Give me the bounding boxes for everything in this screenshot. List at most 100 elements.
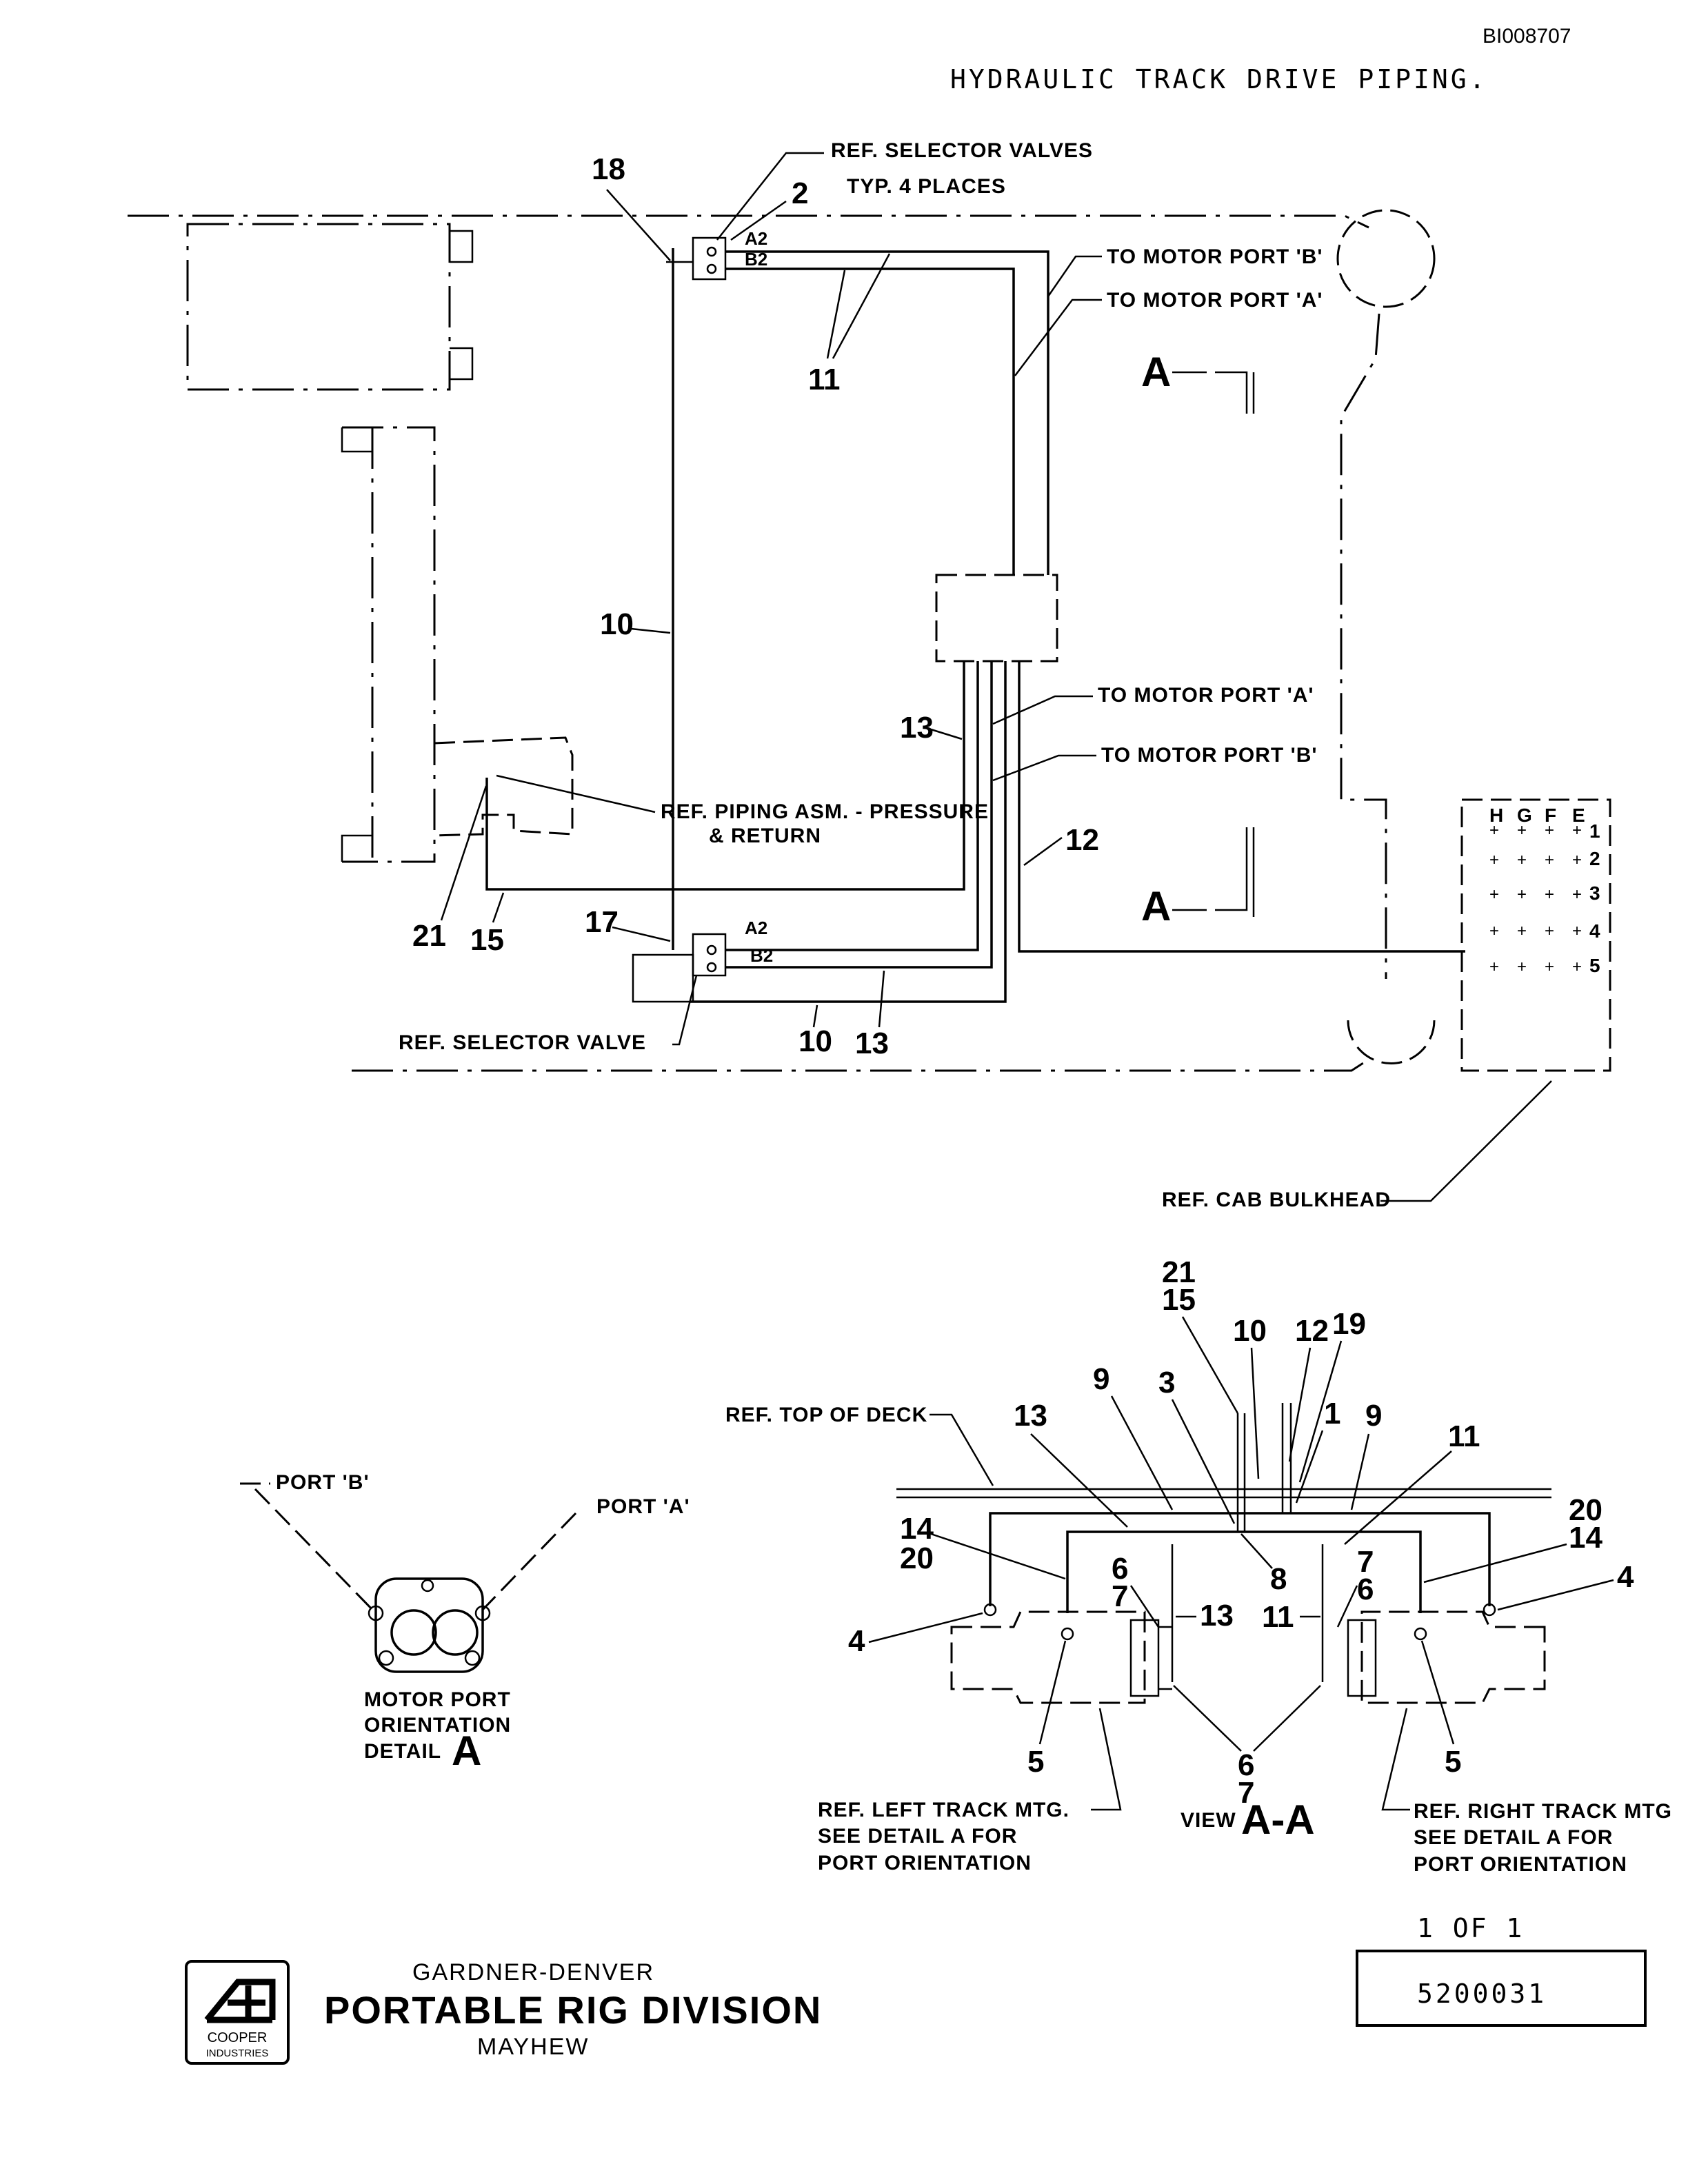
callout-12: 12 — [1065, 823, 1099, 857]
grid-crosses: ++++ ++++ ++++ ++++ ++++ — [1489, 821, 1582, 976]
view-a-a: REF. TOP OF DECK 21 15 10 12 19 — [725, 1255, 1671, 1876]
aa-callout-5-right: 5 — [1445, 1745, 1461, 1779]
leader-port-a — [481, 1512, 577, 1611]
port-a2-top: A2 — [745, 228, 767, 249]
svg-text:+: + — [1517, 885, 1527, 904]
aa-callout-11-top: 11 — [1448, 1419, 1480, 1453]
label-ref-cab-bulkhead: REF. CAB BULKHEAD — [1162, 1189, 1391, 1211]
label-ref-piping-2: & RETURN — [709, 825, 821, 847]
callout-18: 18 — [592, 152, 625, 186]
aa-callout-7-bottom: 7 — [1238, 1776, 1254, 1810]
svg-text:+: + — [1517, 851, 1527, 869]
svg-text:+: + — [1517, 922, 1527, 940]
aa-leader-3 — [1171, 1399, 1236, 1524]
svg-text:+: + — [1489, 958, 1499, 976]
svg-text:+: + — [1489, 922, 1499, 940]
svg-text:+: + — [1489, 821, 1499, 840]
left-frame — [342, 426, 436, 863]
svg-text:F: F — [1545, 805, 1556, 826]
aa-callout-14-left: 14 — [900, 1512, 934, 1546]
doc-id: BI008707 — [1483, 25, 1571, 48]
grid-row-labels: 1 2 3 4 5 — [1589, 820, 1600, 976]
aa-callout-5-left: 5 — [1027, 1745, 1044, 1779]
svg-text:+: + — [1489, 851, 1499, 869]
pipe-15 — [485, 661, 965, 891]
aa-leader-14-left — [930, 1533, 1066, 1580]
drawing-number-box — [1356, 1950, 1647, 2027]
leader-ref-selector-valves — [716, 152, 824, 241]
left-tank-tab-2 — [450, 347, 474, 381]
callout-11: 11 — [808, 363, 841, 396]
cooper-logo: COOPER INDUSTRIES — [185, 1960, 290, 2065]
leader-port-a-mid — [992, 695, 1093, 725]
callout-10-bottom: 10 — [798, 1024, 832, 1058]
leader-ref-piping — [496, 774, 656, 813]
svg-text:+: + — [1545, 958, 1554, 976]
aa-ref-right-3: PORT ORIENTATION — [1414, 1853, 1627, 1876]
pipe-11-b2 — [725, 267, 1015, 575]
aa-leader-ref-left — [1091, 1708, 1122, 1811]
callout-13-bottom: 13 — [855, 1027, 889, 1060]
aa-leader-4-left — [868, 1612, 983, 1644]
page-title: HYDRAULIC TRACK DRIVE PIPING. — [950, 64, 1487, 94]
aa-callout-13-mid: 13 — [1200, 1599, 1234, 1632]
aa-leader-5-right — [1420, 1640, 1455, 1745]
svg-text:4: 4 — [1589, 920, 1600, 942]
selector-valve-top — [666, 236, 727, 281]
aa-callout-20-left: 20 — [900, 1541, 934, 1575]
detail-marker: A — [452, 1728, 481, 1774]
aa-callout-11-mid: 11 — [1262, 1600, 1294, 1634]
aa-ref-left-1: REF. LEFT TRACK MTG. — [818, 1799, 1069, 1821]
leader-cab-bulkhead — [1380, 1080, 1552, 1202]
aa-callout-4-left: 4 — [848, 1624, 865, 1658]
aa-ref-right-2: SEE DETAIL A FOR — [1414, 1826, 1613, 1849]
aa-callout-4-right: 4 — [1617, 1560, 1634, 1594]
aa-leader-ref-right — [1381, 1708, 1410, 1811]
aa-callout-19: 19 — [1332, 1307, 1366, 1341]
leader-15 — [492, 892, 505, 923]
pump-body — [434, 736, 574, 837]
aa-callout-6-left: 6 — [1112, 1552, 1128, 1586]
detail-caption-1: MOTOR PORT — [364, 1688, 511, 1711]
leader-17 — [612, 926, 671, 942]
drawing-number: 5200031 — [1417, 1979, 1547, 2009]
aa-leader-7-6-right — [1336, 1585, 1358, 1628]
aa-ref-left-3: PORT ORIENTATION — [818, 1852, 1032, 1874]
label-typ-4-places: TYP. 4 PLACES — [847, 175, 1006, 198]
aa-leader-9-left — [1110, 1395, 1174, 1510]
label-ref-piping-1: REF. PIPING ASM. - PRESSURE — [661, 800, 989, 823]
leader-12 — [1023, 836, 1063, 867]
pipe-13-a — [725, 661, 979, 951]
aa-callout-20-right: 20 — [1569, 1493, 1602, 1527]
aa-callout-6-bottom: 6 — [1238, 1748, 1254, 1782]
svg-text:G: G — [1517, 805, 1532, 826]
aa-leader-9-right — [1350, 1433, 1370, 1510]
motor-port-flange — [368, 1577, 491, 1673]
section-arrow-top — [1172, 371, 1255, 414]
aa-callout-14-right: 14 — [1569, 1521, 1602, 1555]
section-marker-top: A — [1141, 349, 1171, 395]
plan-view: A2 B2 A2 B2 A A H G F E 1 2 3 4 5 — [128, 139, 1611, 1211]
leader-13-mid — [930, 728, 963, 740]
svg-text:H: H — [1489, 805, 1503, 826]
deck-bottom-edge — [352, 1060, 1366, 1072]
aa-leader-1 — [1295, 1430, 1324, 1504]
aa-leader-11-top — [1344, 1450, 1452, 1545]
svg-text:+: + — [1572, 958, 1582, 976]
label-port-a: PORT 'A' — [596, 1495, 690, 1518]
aa-leader-4-right — [1497, 1579, 1614, 1611]
grid-column-labels: H G F E — [1489, 805, 1585, 826]
left-tank-tab-1 — [450, 230, 474, 263]
svg-text:3: 3 — [1589, 882, 1600, 904]
corner-round-top — [1336, 209, 1436, 308]
aa-view-label: VIEW — [1180, 1809, 1236, 1832]
label-to-motor-port-a-mid: TO MOTOR PORT 'A' — [1098, 684, 1314, 707]
leader-13-bottom — [878, 970, 885, 1028]
svg-text:1: 1 — [1589, 820, 1600, 842]
svg-text:+: + — [1517, 958, 1527, 976]
callout-17: 17 — [585, 905, 619, 939]
pipe-12 — [1018, 661, 1465, 953]
aa-callout-10: 10 — [1233, 1314, 1267, 1348]
aa-leader-14-right — [1423, 1543, 1567, 1584]
leader-10-bottom — [812, 1004, 818, 1028]
